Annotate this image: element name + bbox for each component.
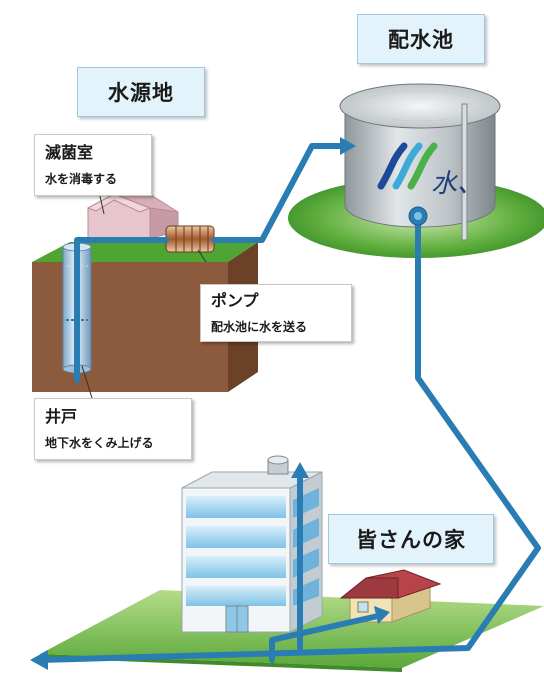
pipe-reservoir-to-town bbox=[37, 213, 541, 663]
arrow-to-reservoir bbox=[340, 137, 356, 155]
water-source-label: 水源地 bbox=[77, 67, 205, 117]
pump-callout: ポンプ 配水池に水を送る bbox=[200, 284, 352, 342]
flow-arrows bbox=[30, 137, 390, 670]
pipe-well-to-room bbox=[74, 237, 141, 383]
pump-desc: 配水池に水を送る bbox=[211, 320, 308, 334]
tank-logo-text: 水、 bbox=[431, 169, 483, 199]
tank-logo-waves bbox=[377, 142, 438, 190]
pipe-pump-to-reservoir bbox=[211, 143, 351, 243]
callout-pointers bbox=[81, 195, 207, 399]
sterilization-room-title: 滅菌室 bbox=[45, 143, 94, 162]
sterilization-room-desc: 水を消毒する bbox=[45, 172, 118, 186]
pipe-branch-house bbox=[269, 613, 381, 663]
arrow-to-building bbox=[291, 462, 309, 478]
homes-label: 皆さんの家 bbox=[328, 514, 494, 564]
well-title: 井戸 bbox=[45, 407, 78, 426]
well-desc: 地下水をくみ上げる bbox=[45, 436, 154, 450]
sterilization-room-callout: 滅菌室 水を消毒する bbox=[34, 134, 152, 196]
well-callout: 井戸 地下水をくみ上げる bbox=[34, 398, 192, 460]
arrow-to-house bbox=[374, 606, 390, 624]
water-pipes bbox=[37, 143, 541, 663]
pump bbox=[165, 225, 215, 253]
pump-title: ポンプ bbox=[211, 291, 259, 310]
reservoir-label: 配水池 bbox=[357, 14, 485, 64]
arrow-to-town-end bbox=[30, 650, 48, 670]
